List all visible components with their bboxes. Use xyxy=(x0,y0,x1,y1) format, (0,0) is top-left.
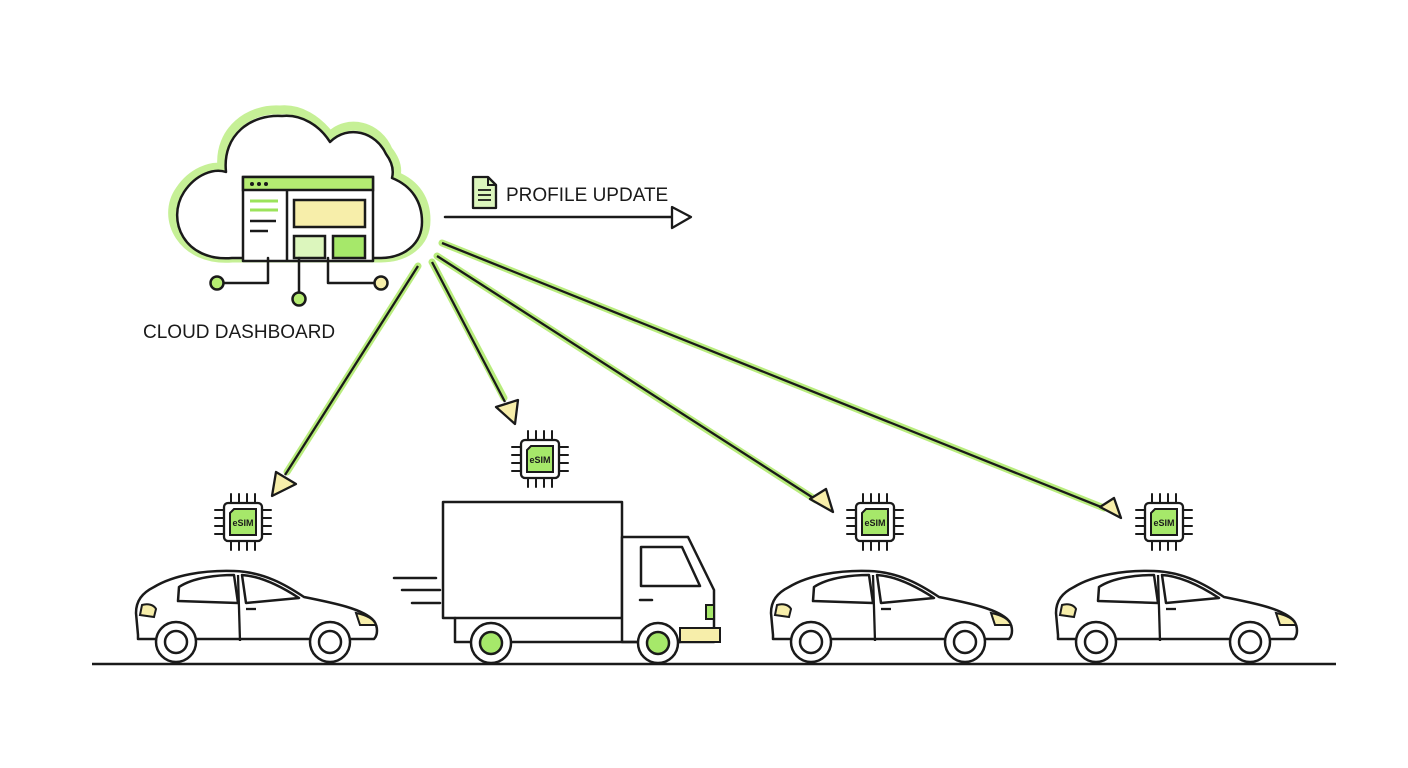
connector-node xyxy=(209,275,225,291)
document-icon xyxy=(471,175,498,210)
truck xyxy=(392,500,721,665)
arrowhead xyxy=(808,487,835,514)
car-1 xyxy=(134,569,379,664)
connector-node xyxy=(373,275,389,291)
dashboard-panel-lightgreen xyxy=(292,234,327,260)
cloud-dashboard-label: CLOUD DASHBOARD xyxy=(143,322,335,343)
arrow-to-car-3 xyxy=(441,241,1107,511)
esim-chip: eSIM xyxy=(511,430,569,488)
arrow-to-truck xyxy=(430,261,507,403)
esim-chip-label: eSIM xyxy=(1153,518,1174,528)
esim-chip-label: eSIM xyxy=(864,518,885,528)
arrowhead xyxy=(1098,496,1123,520)
esim-chip: eSIM xyxy=(846,493,904,551)
profile-update-arrowhead xyxy=(670,205,693,230)
distribution-arrows xyxy=(270,239,1123,520)
car-2 xyxy=(769,569,1014,664)
connector-node xyxy=(291,291,307,307)
esim-chip: eSIM xyxy=(1135,493,1193,551)
profile-update: PROFILE UPDATE xyxy=(443,175,693,230)
car-3 xyxy=(1054,569,1299,664)
cloud-dashboard: CLOUD DASHBOARD xyxy=(143,105,431,343)
dashboard-panel-yellow xyxy=(292,198,367,229)
esim-chip: eSIM xyxy=(214,493,272,551)
esim-chip-label: eSIM xyxy=(232,518,253,528)
truck-cargo-box xyxy=(441,500,624,620)
arrowhead xyxy=(494,398,520,426)
esim-chip-label: eSIM xyxy=(529,455,550,465)
arrow-to-car-2 xyxy=(436,255,819,502)
profile-update-label: PROFILE UPDATE xyxy=(506,185,668,206)
arrow-to-car-1 xyxy=(284,265,419,476)
truck-window xyxy=(639,545,702,588)
arrowhead xyxy=(270,470,298,498)
dashboard-titlebar xyxy=(241,175,375,192)
cloud-glow xyxy=(168,105,431,263)
dashboard-panel-green xyxy=(331,234,367,260)
